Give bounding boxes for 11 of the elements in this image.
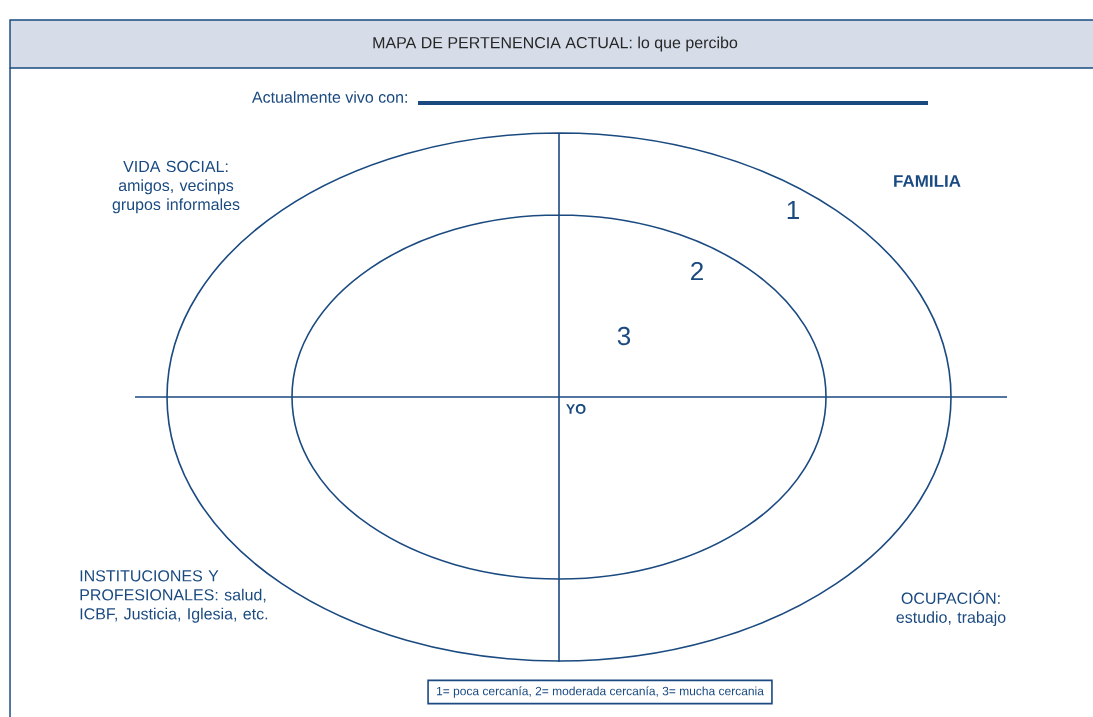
form-label: Actualmente vivo con: xyxy=(252,91,407,103)
sector-label: VIDA SOCIAL: amigos, vecinps grupos informales xyxy=(112,160,240,214)
ring-number: 1 xyxy=(787,201,799,219)
sector-label: INSTITUCIONES Y PROFESIONALES: salud, ICBF, Justicia, Iglesia, etc. xyxy=(80,570,268,623)
ring-number: 3 xyxy=(617,326,631,346)
ring-number: 2 xyxy=(691,261,703,281)
sector-label: OCUPACIÓN: estudio, trabajo xyxy=(896,589,1006,627)
sector-label: FAMILIA xyxy=(894,175,961,187)
center-label: YO xyxy=(566,404,586,414)
title: MAPA DE PERTENENCIA ACTUAL: lo que percibo xyxy=(373,36,738,52)
legend-box: 1= poca cercanía, 2= moderada cercanía, 3= mucha cercania xyxy=(427,679,773,705)
